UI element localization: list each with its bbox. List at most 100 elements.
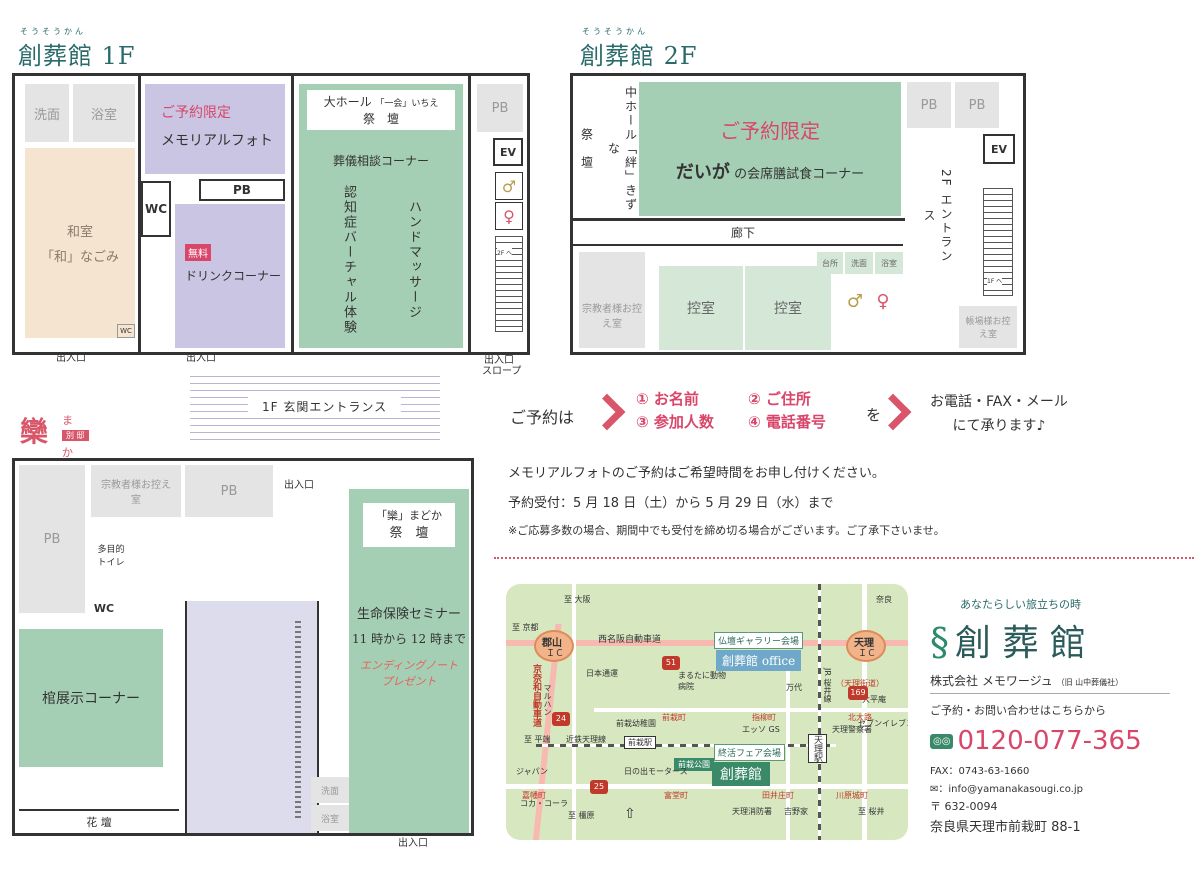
reservation-particle: を [866,406,882,424]
hall-altar-label: 祭 壇 [362,112,399,126]
washitsu-name: 「和」なごみ [40,250,119,265]
pb-corner: PB [477,84,523,132]
multi-toilet: 多目的 トイレ [87,537,135,573]
stairs-to-1f-label: 1F へ [987,276,1003,285]
exit-madoka-2: 出入口 [398,838,428,849]
tomido-label: 富堂町 [664,791,688,800]
contact-lead: ご予約・お問い合わせはこちらから [930,704,1106,717]
drink-corner-label: ドリンクコーナー [185,269,282,283]
floor2-title-text: 創葬館 2F [580,42,698,70]
sosokan-map-label: 創葬館 [712,762,770,786]
logo-mark-icon: § [930,620,949,664]
coffin-room: 棺展示コーナー [19,629,163,767]
madoka-plan: PB 宗教者様お控え室 PB 多目的 トイレ WC 棺展示コーナー 洗面 浴室 … [12,458,474,836]
bath-room: 浴室 [73,84,135,142]
floor1-ruby: そうそうかん [20,27,86,36]
route-169-marker: 169 [848,686,868,700]
wash-room: 洗面 [25,84,69,142]
tasting-room: ご予約限定 だいが の会席膳試食コーナー [639,82,901,216]
washitsu-room: 和室 「和」なごみ [25,148,135,338]
reservation-only-2f: ご予約限定 [720,118,820,143]
koriyama-ic-marker [534,630,574,662]
tenri-ic-label: ＩＣ [858,649,877,659]
seminar-time: 11 時から 12 時まで [352,632,466,646]
wash-madoka: 洗面 [311,777,349,803]
reservation-item-count: ③ 参加人数 [636,413,714,431]
contact-line-2: にて承ります♪ [952,418,1046,434]
waiting-room-2: 控室 [745,266,831,350]
hand-massage-label: ハンドマッサージ [406,200,421,320]
clergy-room-2f: 宗教者様お控え室 [579,252,645,348]
company-logo: §創 葬 館 [930,614,1086,666]
male-toilet-2f-icon: ♂ [846,290,864,312]
email-line[interactable]: ✉：info@yamanakasougi.co.jp [930,780,1083,795]
email-address[interactable]: ：info@yamanakasougi.co.jp [938,784,1083,795]
funeral-consult-label: 葬儀相談コーナー [332,154,429,168]
tenri-police-label: 天理警察署 [832,725,872,734]
jr-line-label: JR 桜井線 [823,668,832,703]
nara-label: 奈良 [876,595,892,604]
osaka-label: 至 大阪 [564,595,591,604]
esso-label: エッソ GS [742,725,780,734]
bath-madoka: 浴室 [311,805,349,831]
multi-toilet-label-2: トイレ [97,558,125,568]
flower-bed: 花 壇 [19,809,179,833]
heiwa-label: 至 平端 [524,735,551,744]
madoka-hall-name: 「欒」まどか [376,509,442,522]
clergy-room-madoka: 宗教者様お控え室 [91,465,181,517]
floor2-plan: 中ホール「絆」きずな 祭 壇 ご予約限定 だいが の会席膳試食コーナー 廊下 P… [570,73,1026,355]
tenri-station-label: 天理駅 [808,734,827,763]
seven-eleven-label: セブンイレブン [858,719,908,728]
mail-icon: ✉ [930,784,939,795]
corridor-label: 廊下 [730,225,755,240]
entrance-2f-label: 2F エントランス [922,168,953,264]
freedial-number[interactable]: 0120-077-365 [957,726,1142,756]
company-address: 奈良県天理市前栽町 88-1 [930,820,1081,835]
pb-room: PB [199,179,285,201]
reservation-prefix: ご予約は [510,408,575,427]
maisaka-station-label: 前栽駅 [624,736,656,749]
tasting-line: だいが の会席膳試食コーナー [676,158,864,184]
maisaka-town-label: 前栽町 [662,713,686,722]
mandai-label: 万代 [786,683,802,692]
memorial-note: メモリアルフォトのご予約はご希望時間をお申し付けください。 [508,466,885,481]
kawahara-label: 川原城町 [836,791,868,800]
washitsu-title: 和室 [66,225,93,240]
floor1-plan: 洗面 浴室 和室 「和」なごみ WC WC ご予約限定 メモリアルフォト PB … [12,73,530,355]
reservation-item-phone: ④ 電話番号 [748,413,826,431]
koriyama-label: 郡山 [542,638,562,649]
tenri-label: 天理 [854,638,874,649]
tasting-label: の会席膳試食コーナー [734,166,865,182]
madoka-altar: 「欒」まどか 祭 壇 [363,503,455,547]
reservation-only-label: ご予約限定 [161,105,231,121]
ending-note-label: エンディングノート [359,659,458,672]
coca-cola-label: コカ・コーラ [520,799,568,808]
hall-prefix: 大ホール [323,95,372,109]
tenri-kaido-label: （天理街道） [836,679,884,688]
floor1-title: そうそうかん 創葬館 1F [18,27,136,71]
entrance-1f-label: 1F 玄関エントランス [248,396,402,417]
floor1-title-text: 創葬館 1F [18,42,136,70]
yoshinoya-label: 吉野家 [784,807,808,816]
floor2-title: そうそうかん 創葬館 2F [580,27,698,71]
kahoku-label: 嘉幡町 [522,791,546,800]
sakurai-label: 至 桜井 [858,807,885,816]
butsudan-gallery-label: 仏壇ギャラリー会場 [714,632,804,649]
madoka-hall: 「欒」まどか 祭 壇 生命保険セミナー 11 時から 12 時まで エンディング… [349,489,469,833]
multi-toilet-label-1: 多目的 [97,545,125,555]
freedial[interactable]: ◎◎ 0120-077-365 [930,726,1142,756]
wc-madoka: WC [93,601,115,615]
taiheian-label: 大平庵 [862,695,886,704]
reservation-disclaimer: ※ご応募多数の場合、期間中でも受付を締め切る場合がございます。ご了承下さいませ。 [508,524,945,537]
contact-line-1: お電話・FAX・メール [930,394,1068,410]
entrance-1f: 1F 玄関エントランス [190,370,440,442]
drink-corner-room: 無料 ドリンクコーナー [175,204,285,348]
japan-label: ジャパン [516,767,548,776]
company-name-note: （旧 山中葬儀社） [1056,678,1124,687]
animal-hospital-label: まるたに動物病院 [678,671,726,691]
madoka-altar-label: 祭 壇 [389,526,429,541]
zip-code: 〒 632-0094 [930,800,998,813]
reservation-item-name: ① お名前 [636,390,699,408]
dementia-vr-label: 認知症バーチャル体験 [341,185,356,335]
ev-1f: EV [493,138,523,166]
